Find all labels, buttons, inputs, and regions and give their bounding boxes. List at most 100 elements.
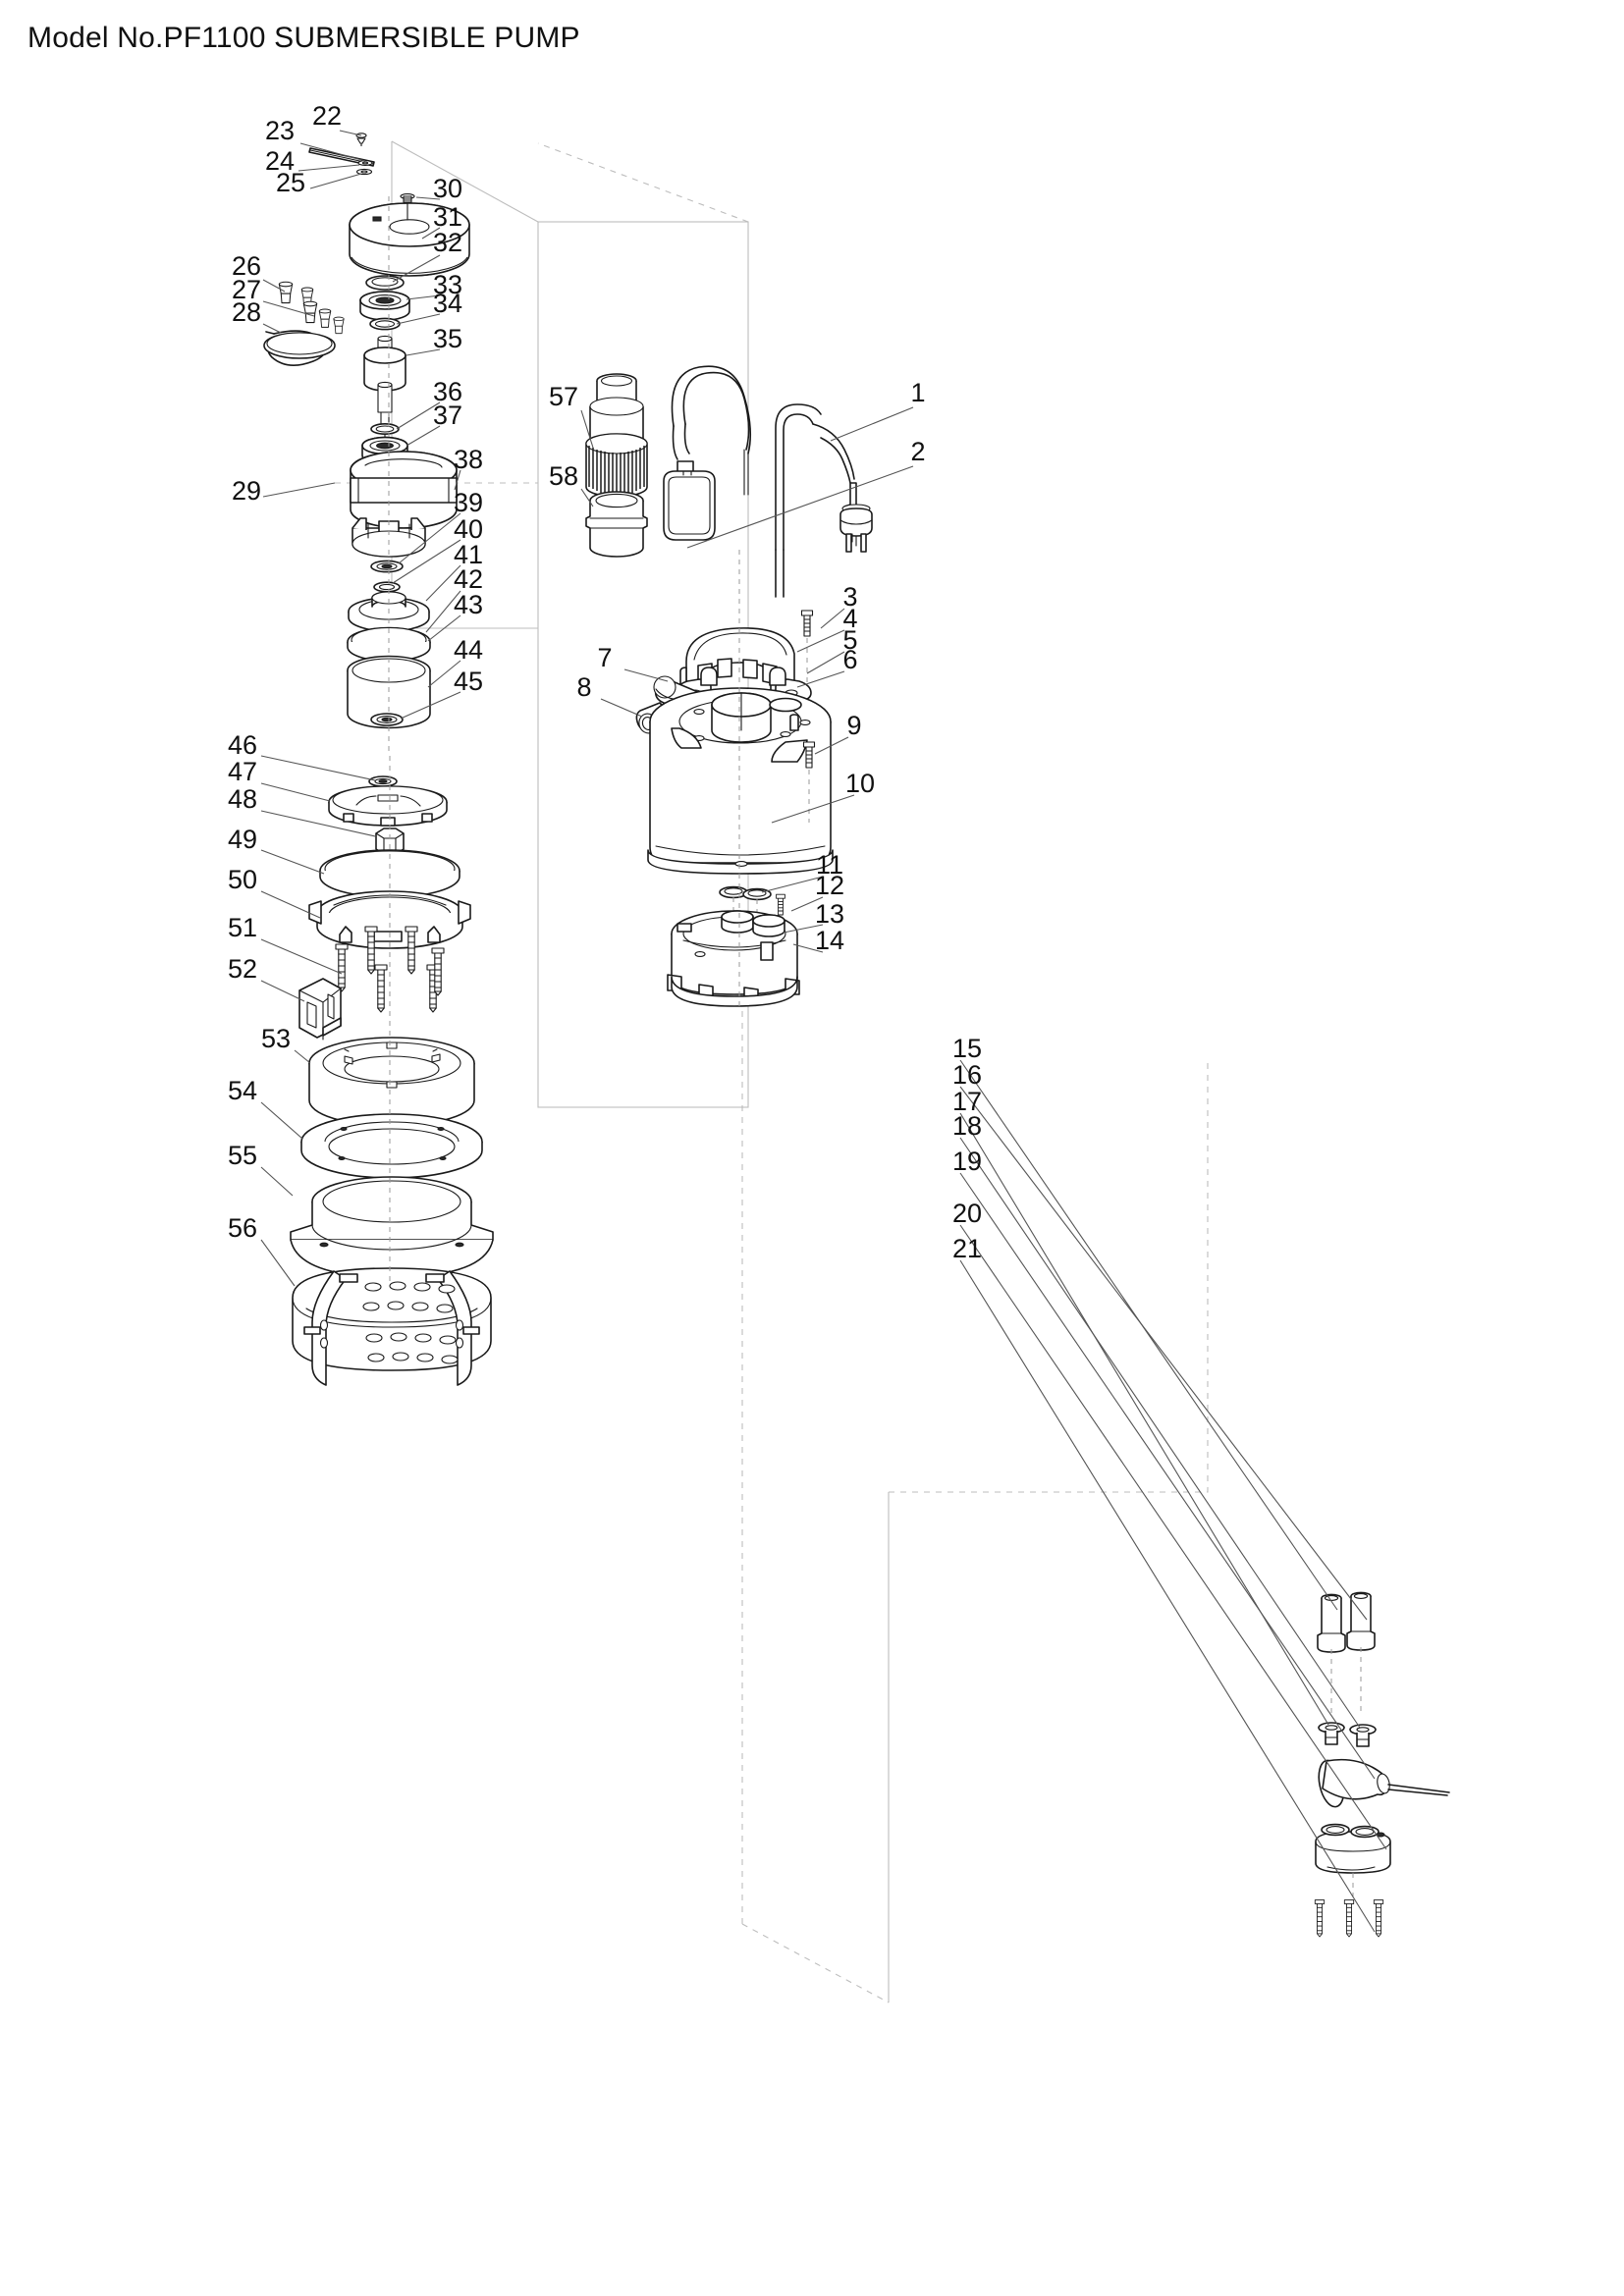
callout-1: 1 xyxy=(910,378,925,407)
part-16-capacitor-sleeve-b xyxy=(1346,1591,1376,1716)
callout-49: 49 xyxy=(228,825,257,854)
part-14-terminal-block-housing xyxy=(667,910,800,1007)
callout-27: 27 xyxy=(232,275,261,304)
callout-35: 35 xyxy=(433,324,462,353)
callout-43: 43 xyxy=(454,590,483,619)
callout-42: 42 xyxy=(454,564,483,594)
part-17-terminal-pin-a xyxy=(1318,1722,1345,1745)
part-50-volute-ring xyxy=(308,890,471,949)
callout-4: 4 xyxy=(842,604,857,633)
callout-13: 13 xyxy=(815,899,844,929)
part-56-strainer-base xyxy=(292,1267,492,1386)
callout-45: 45 xyxy=(454,667,483,696)
part-20-capacitor-bracket xyxy=(1315,1823,1391,1904)
part-34-circlip-upper xyxy=(369,317,401,331)
callout-39: 39 xyxy=(454,488,483,517)
part-9-housing-screw xyxy=(802,741,816,823)
callout-54: 54 xyxy=(228,1076,257,1105)
callout-23: 23 xyxy=(265,116,295,145)
part-21-bracket-screws xyxy=(1314,1899,1384,1938)
part-46-shaft-washer xyxy=(368,775,398,787)
part-55-base-bowl xyxy=(290,1176,494,1278)
leader-lines xyxy=(260,130,1387,1933)
part-38-stator xyxy=(350,451,458,529)
callout-2: 2 xyxy=(910,437,925,466)
callout-36: 36 xyxy=(433,377,462,406)
callout-26: 26 xyxy=(232,251,261,281)
callout-15: 15 xyxy=(952,1034,982,1063)
callout-33: 33 xyxy=(433,270,462,299)
group-frame-right-lower xyxy=(741,1011,1209,2003)
callout-58: 58 xyxy=(549,461,578,491)
callout-24: 24 xyxy=(265,146,295,176)
callout-10: 10 xyxy=(845,769,875,798)
part-10-motor-housing-shell xyxy=(647,687,834,875)
callout-53: 53 xyxy=(261,1024,291,1053)
part-25-spring-washer xyxy=(355,168,373,176)
part-33-bearing-upper xyxy=(359,291,410,321)
part-26-grommet-large xyxy=(278,281,294,304)
callout-51: 51 xyxy=(228,913,257,942)
callout-37: 37 xyxy=(433,400,462,430)
callout-17: 17 xyxy=(952,1087,982,1116)
part-45-plug-seal xyxy=(370,713,404,726)
part-18-terminal-pin-b xyxy=(1349,1724,1377,1747)
part-40-seal-washer-a xyxy=(370,560,404,573)
part-36-circlip-lower xyxy=(370,422,400,435)
callout-11: 11 xyxy=(816,850,843,880)
callout-12: 12 xyxy=(815,871,844,900)
callout-55: 55 xyxy=(228,1141,257,1170)
callout-31: 31 xyxy=(433,202,462,232)
part-29-o-ring-housing xyxy=(263,332,336,359)
part-58-adapter-collar xyxy=(585,491,648,558)
callout-21: 21 xyxy=(952,1234,982,1263)
callout-50: 50 xyxy=(228,865,257,894)
callout-47: 47 xyxy=(228,757,257,786)
callout-46: 46 xyxy=(228,730,257,760)
part-31-motor-end-cap xyxy=(349,201,470,277)
part-35-rotor-shaft xyxy=(363,335,406,445)
callout-28: 28 xyxy=(232,297,261,327)
part-3-handle-screw xyxy=(800,610,814,687)
callout-18: 18 xyxy=(952,1111,982,1141)
float-switch xyxy=(663,365,752,541)
callout-9: 9 xyxy=(846,711,861,740)
page-title: Model No.PF1100 SUBMERSIBLE PUMP xyxy=(27,22,580,54)
callout-3: 3 xyxy=(842,582,857,612)
part-19-capacitor xyxy=(1318,1758,1450,1808)
callout-19: 19 xyxy=(952,1147,982,1176)
part-1-power-cord xyxy=(775,403,855,598)
part-53-spacer-ring xyxy=(308,1037,475,1127)
callout-32: 32 xyxy=(433,228,462,257)
callout-14: 14 xyxy=(815,926,844,955)
part-52-cable-bracket xyxy=(298,978,342,1041)
callout-8: 8 xyxy=(576,672,591,702)
callout-30: 30 xyxy=(433,174,462,203)
callout-34: 34 xyxy=(433,289,462,318)
callout-57: 57 xyxy=(549,382,578,411)
part-15-capacitor-sleeve-a xyxy=(1317,1593,1346,1718)
callout-22: 22 xyxy=(312,101,342,131)
part-32-wave-washer-upper xyxy=(365,275,405,291)
part-27-grommet-group xyxy=(300,287,345,335)
part-54-flange-gasket xyxy=(300,1113,483,1179)
callout-16: 16 xyxy=(952,1060,982,1090)
callout-48: 48 xyxy=(228,784,257,814)
callout-44: 44 xyxy=(454,635,483,665)
callout-52: 52 xyxy=(228,954,257,984)
callout-41: 41 xyxy=(454,540,483,569)
callout-number-layer: 1234567891011121314151617181920212223242… xyxy=(228,101,982,1263)
part-47-diffuser-plate xyxy=(328,785,448,827)
callout-20: 20 xyxy=(952,1199,982,1228)
part-2-power-plug xyxy=(839,482,873,553)
callout-25: 25 xyxy=(276,168,305,197)
callout-56: 56 xyxy=(228,1213,257,1243)
callout-40: 40 xyxy=(454,514,483,544)
part-11-o-ring-small-pair xyxy=(719,885,772,915)
part-41-seal-washer-b xyxy=(373,581,401,593)
callout-6: 6 xyxy=(842,645,857,674)
callout-38: 38 xyxy=(454,445,483,474)
part-57-hose-adapter xyxy=(585,373,648,498)
